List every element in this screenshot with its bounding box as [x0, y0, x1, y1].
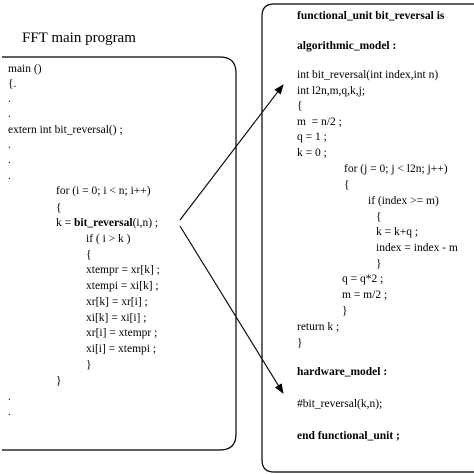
code-line: int bit_reversal(int index,int n)	[297, 69, 439, 81]
code-line: .	[8, 170, 11, 182]
hardware-model-line: #bit_reversal(k,n);	[297, 398, 383, 410]
code-line: if ( i > k )	[86, 233, 131, 245]
arrow-to-algorithmic-model	[179, 84, 284, 221]
code-line: k = k+q ;	[376, 226, 419, 238]
code-line: if (index >= m)	[368, 195, 439, 207]
code-line: m = n/2 ;	[297, 116, 342, 128]
hardware-model-label: hardware_model :	[297, 366, 388, 378]
code-line: index = index - m	[376, 242, 458, 254]
call-suffix: (i,n) ;	[132, 217, 159, 229]
code-line: .	[8, 406, 11, 418]
code-line: {	[56, 202, 62, 214]
code-line: m = m/2 ;	[342, 289, 388, 301]
code-line: for (j = 0; j < l2n; j++)	[344, 163, 448, 175]
code-line: xi[k] = xi[i] ;	[86, 312, 147, 324]
code-line: .	[8, 391, 11, 403]
code-line: }	[342, 305, 348, 317]
code-line: }	[86, 359, 92, 371]
code-line: for (i = 0; i < n; i++)	[56, 185, 151, 197]
code-line: {	[344, 179, 350, 191]
code-line: extern int bit_reversal() ;	[8, 124, 123, 136]
code-line: xr[k] = xr[i] ;	[86, 296, 148, 308]
code-line: k = 0 ;	[297, 147, 327, 159]
code-line: xi[i] = xtempi ;	[86, 343, 157, 355]
code-line: q = q*2 ;	[342, 273, 384, 285]
code-line: {	[297, 100, 303, 112]
functional-unit-header: functional_unit bit_reversal is	[297, 10, 445, 22]
main-program-box	[2, 56, 237, 451]
code-line: {	[376, 211, 382, 223]
code-line: return k ;	[297, 321, 340, 333]
code-line: .	[8, 93, 11, 105]
call-function-name: bit_reversal	[74, 217, 133, 229]
left-panel-title: FFT main program	[22, 30, 136, 46]
code-line: }	[297, 337, 303, 349]
code-line: main ()	[8, 63, 42, 75]
code-line: {.	[8, 78, 17, 90]
code-line: }	[376, 258, 382, 270]
functional-unit-bracket	[261, 3, 474, 473]
code-line-call: k = bit_reversal(i,n) ;	[56, 217, 158, 230]
code-line: xtempi = xi[k] ;	[86, 280, 159, 292]
code-line: .	[8, 154, 11, 166]
code-line: xr[i] = xtempr ;	[86, 327, 158, 339]
code-line: {	[86, 249, 92, 261]
code-line: int l2n,m,q,k,j;	[297, 85, 366, 97]
code-line: q = 1 ;	[297, 131, 327, 143]
code-line: }	[56, 375, 62, 387]
code-line: .	[8, 139, 11, 151]
arrow-to-hardware-model	[179, 225, 284, 394]
end-functional-unit: end functional_unit ;	[297, 430, 400, 442]
code-line: xtempr = xr[k] ;	[86, 264, 160, 276]
algorithmic-model-label: algorithmic_model :	[297, 40, 397, 52]
call-prefix: k =	[56, 217, 74, 229]
code-line: .	[8, 108, 11, 120]
